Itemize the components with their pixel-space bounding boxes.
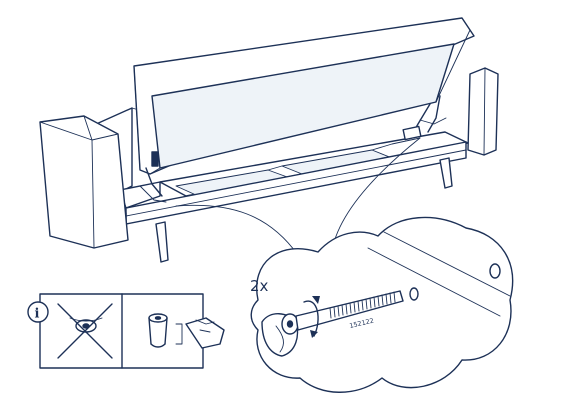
lift-mechanism-right — [402, 95, 447, 141]
sofa-bed — [39, 17, 499, 263]
lift-mechanism-left — [139, 151, 167, 203]
right-armrest — [467, 67, 499, 156]
pointing-hand-icon — [185, 317, 225, 349]
quantity-label: 2x — [250, 277, 269, 295]
info-icon: i — [27, 301, 49, 323]
base-frame — [119, 131, 469, 225]
rotation-arrow-icon — [303, 296, 320, 338]
cross-out-icon — [57, 303, 113, 359]
correct-method-panel — [148, 313, 225, 349]
callout-lines — [175, 137, 421, 259]
measurement-bracket-icon — [175, 323, 183, 345]
connector-part-icon — [148, 313, 168, 348]
lifted-seat-frame — [133, 17, 475, 175]
left-armrest — [39, 115, 129, 249]
bolt-thread — [329, 291, 396, 319]
info-panel: i — [27, 293, 225, 369]
svg-text:i: i — [35, 307, 40, 322]
panel-with-hole — [367, 231, 511, 317]
detail-magnifier: 152122 — [250, 216, 514, 393]
incorrect-tool-panel — [57, 303, 113, 359]
